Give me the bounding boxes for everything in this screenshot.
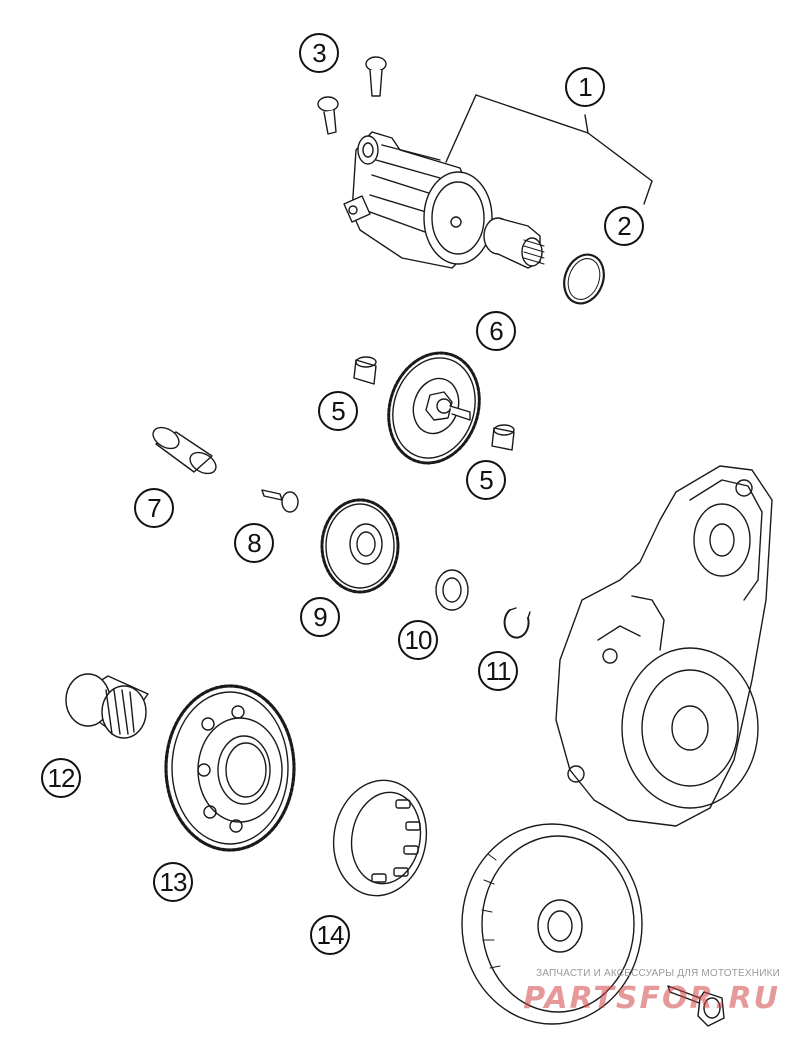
callout-9: 9 [300,597,340,637]
ignition-cover [555,465,773,827]
callout-6: 6 [476,311,516,351]
callout-number: 13 [159,866,188,897]
callout-ring [310,915,350,955]
callout-5-lower: 5 [466,460,506,500]
callout-10: 10 [398,620,438,660]
circlip [503,607,531,639]
callout-ring [398,620,438,660]
callout-ring [234,523,274,563]
flywheel-rotor [461,823,643,1025]
leader-lines [445,94,653,205]
starter-motor [343,131,545,269]
callout-number: 8 [247,527,261,558]
callout-8: 8 [234,523,274,563]
callout-5-upper: 5 [318,391,358,431]
callout-1: 1 [565,67,605,107]
callout-13: 13 [153,862,193,902]
callout-2: 2 [604,206,644,246]
starter-screws [317,56,387,135]
callout-14: 14 [310,915,350,955]
callout-number: 14 [316,919,345,950]
o-ring [563,253,605,305]
callout-number: 12 [47,762,76,793]
callout-number: 10 [404,624,433,655]
freewheel-clutch [332,779,428,897]
intermediate-gear [387,351,481,465]
watermark: ЗАПЧАСТИ И АКСЕССУАРЫ ДЛЯ МОТОТЕХНИКИ PA… [523,968,780,1016]
callout-ring [318,391,358,431]
callout-ring [565,67,605,107]
callout-ring [153,862,193,902]
flywheel-bolt [667,985,725,1027]
watermark-logo: PARTSFOR.RU [523,981,780,1016]
washer [435,569,469,611]
callout-ring [476,311,516,351]
shaft-pin [152,426,217,475]
callout-ring [478,651,518,691]
callout-number: 9 [313,601,327,632]
callout-11: 11 [478,651,518,691]
callout-ring [299,33,339,73]
callout-3: 3 [299,33,339,73]
callout-number: 3 [312,37,326,68]
callout-number: 5 [331,395,345,426]
callout-number: 1 [578,71,592,102]
needle-bearing [65,673,149,739]
callout-number: 6 [489,315,503,346]
bushings [353,356,515,451]
callout-ring [41,758,81,798]
callout-ring [300,597,340,637]
bolt-8 [261,489,299,513]
callout-number: 11 [485,655,512,686]
callout-ring [134,488,174,528]
callout-ring [604,206,644,246]
gear-9 [320,498,400,594]
callout-number: 5 [479,464,493,495]
callout-7: 7 [134,488,174,528]
callout-12: 12 [41,758,81,798]
callout-ring [466,460,506,500]
starter-gear [164,684,296,852]
callout-number: 2 [617,210,631,241]
callout-number: 7 [147,492,161,523]
watermark-tagline: ЗАПЧАСТИ И АКСЕССУАРЫ ДЛЯ МОТОТЕХНИКИ [535,968,780,979]
